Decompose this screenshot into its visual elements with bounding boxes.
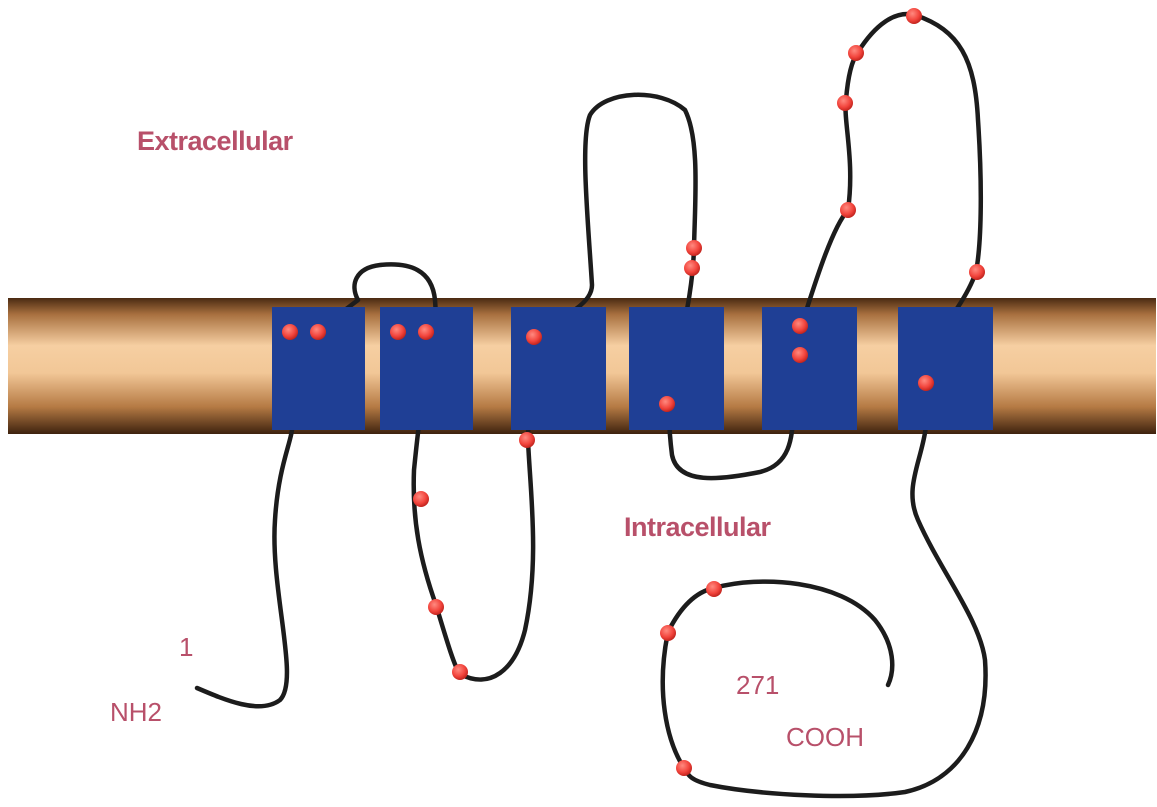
transmembrane-domain-5 [762,307,857,430]
residue-marker [659,396,675,412]
residue-marker [390,324,406,340]
residue-marker [660,625,676,641]
residue-marker [792,347,808,363]
residue-marker [706,581,722,597]
residue-marker [413,491,429,507]
residue-marker [906,8,922,24]
c-terminus-number: 271 [736,670,779,701]
transmembrane-domain-3 [511,307,606,430]
n-terminus-number: 1 [179,632,193,663]
n-terminus-label: NH2 [110,697,162,728]
residue-marker [282,324,298,340]
residue-marker [428,599,444,615]
residue-marker [837,95,853,111]
residue-marker [848,45,864,61]
residue-marker [792,318,808,334]
residue-marker [418,324,434,340]
residue-marker [969,264,985,280]
residue-marker [684,260,700,276]
residue-marker [452,664,468,680]
c-terminus-label: COOH [786,722,864,753]
residue-marker [676,760,692,776]
transmembrane-domain-6 [898,307,993,430]
residue-marker [519,432,535,448]
residue-marker [686,240,702,256]
residue-marker [840,202,856,218]
transmembrane-domain-4 [629,307,724,430]
residue-marker [310,324,326,340]
extracellular-label: Extracellular [137,126,293,157]
residue-marker [918,375,934,391]
intracellular-label: Intracellular [624,512,771,543]
residue-marker [526,329,542,345]
